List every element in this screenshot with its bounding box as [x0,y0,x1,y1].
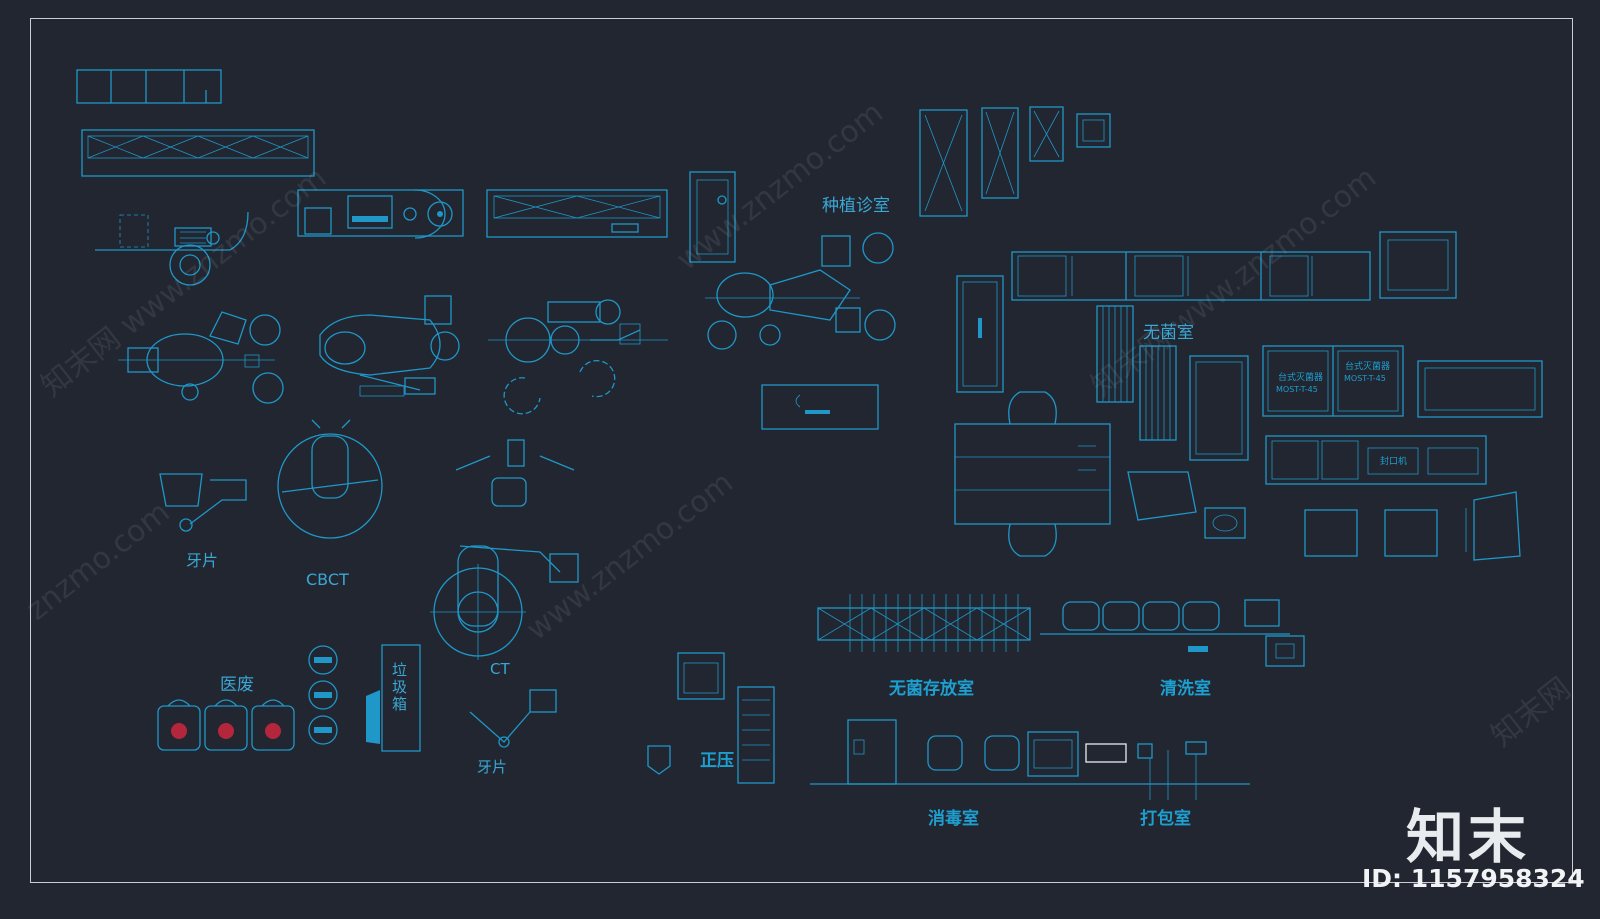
sealing-machine-tag: 封口机 [1380,457,1408,467]
positive-pressure-label: 正压 [700,751,734,771]
sterile-cabinet-row [1011,231,1457,301]
cbct-device [277,419,383,539]
sterilizer-model-1: MOST-T-45 [1276,385,1318,394]
medical-waste-label: 医废 [220,675,254,695]
brand-logo: 知末 [1406,803,1531,871]
sterilizer-tag-2: 台式灭菌器 [1345,362,1391,372]
ct-device [430,545,579,660]
sterile-room-label: 无菌室 [1143,323,1194,343]
round-bins [308,645,338,745]
counter-cabinet [81,129,315,177]
sealing-machines [1265,435,1487,485]
disinfection-room-label: 消毒室 [928,809,979,829]
sterile-room-desk [954,391,1111,557]
wall-desk [761,384,879,430]
implant-room-label: 种植诊室 [822,196,890,216]
tall-cabinet [689,171,736,263]
trash-bin-box [366,644,421,752]
dental-chair-2 [319,295,460,397]
medical-waste-bins [157,699,295,751]
sterilizer-tag-1: 台式灭菌器 [1278,373,1324,383]
sterile-storage-room-label: 无菌存放室 [889,679,974,699]
ct-label: CT [490,660,510,678]
small-chair-unit [95,211,249,286]
desktop-sterilizers [1262,345,1543,418]
dental-film-device-1 [159,473,247,532]
disinfection-packing-room [810,719,1250,800]
cbct-label: CBCT [306,570,349,589]
storage-racks [817,594,1031,652]
dental-film-device-2 [469,689,557,748]
packing-room-label: 打包室 [1140,809,1191,829]
positive-pressure-units [647,652,775,784]
dental-chair-1 [118,311,284,404]
equipment-counter [297,189,464,239]
sterile-small-units [1127,471,1521,561]
tall-cabinets [919,106,1111,217]
washing-room-label: 清洗室 [1160,679,1211,699]
dental-film-label: 牙片 [186,551,219,570]
sterilizer-model-2: MOST-T-45 [1344,374,1386,383]
image-id: ID: 1157958324 [1362,864,1585,893]
implant-room-chair [705,232,896,350]
small-xray [455,439,575,507]
washing-sinks [1040,599,1305,667]
cabinet-row [76,69,222,104]
sterile-room-fixtures [956,275,1249,461]
trash-bin-label: 垃圾箱 [390,662,408,713]
dental-chair-3 [488,299,668,415]
long-counter [486,189,668,238]
dental-film-label-2: 牙片 [477,758,508,776]
drawing-frame [30,18,1573,883]
